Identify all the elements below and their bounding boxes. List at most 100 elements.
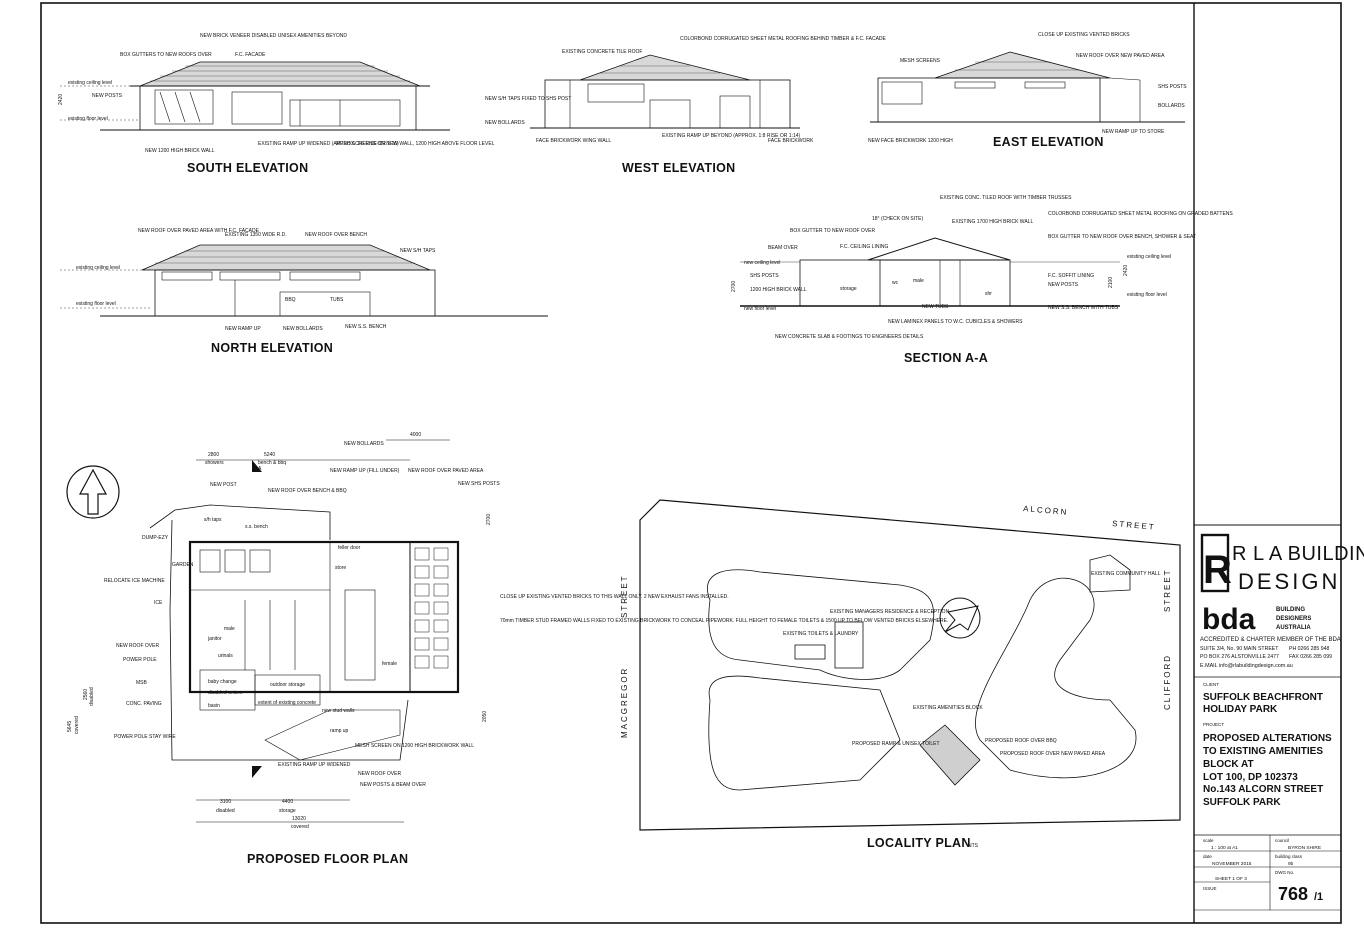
south-elevation: 2420 NEW BRICK VENEER DISABLED UNISEX AM… bbox=[58, 33, 495, 175]
drawing-note: existing ceiling level bbox=[76, 265, 120, 271]
drawing-note: 70mm TIMBER STUD FRAMED WALLS FIXED TO E… bbox=[500, 618, 948, 624]
drawing-note: storage bbox=[840, 286, 857, 292]
drawing-note: MESH SCREEN ON 1200 HIGH BRICKWORK WALL bbox=[355, 743, 474, 749]
drawing-note: existing ceiling level bbox=[1127, 254, 1171, 260]
drawing-note: EXISTING 1700 HIGH BRICK WALL bbox=[952, 219, 1033, 225]
drawing-text: TO EXISTING AMENITIES bbox=[1203, 746, 1323, 757]
drawing-text: 1 : 100 at A1 bbox=[1211, 845, 1238, 851]
drawing-note: DUMP-EZY bbox=[142, 535, 169, 541]
drawing-text: BLOCK AT bbox=[1203, 759, 1254, 770]
drawing-note: F.C. FACADE bbox=[235, 52, 266, 58]
drawing-note: covered bbox=[74, 716, 80, 734]
drawing-note: existing floor level bbox=[1127, 292, 1167, 298]
section-title: SECTION A-A bbox=[904, 351, 988, 365]
drawing-text: NOVEMBER 2015 bbox=[1212, 861, 1252, 867]
section-a-a: EXISTING CONC. TILED ROOF WITH TIMBER TR… bbox=[731, 195, 1233, 365]
south-elevation-title: SOUTH ELEVATION bbox=[187, 161, 308, 175]
drawing-text: HOLIDAY PARK bbox=[1203, 704, 1278, 715]
drawing-text: R L A BUILDING bbox=[1232, 543, 1364, 565]
drawing-note: NEW POSTS bbox=[92, 93, 123, 99]
title-block: R R L A BUILDING DESIGN bda BUILDING DES… bbox=[1194, 524, 1364, 911]
drawing-note: s.s. bench bbox=[245, 524, 268, 530]
drawing-text: No.143 ALCORN STREET bbox=[1203, 784, 1323, 795]
drawing-note: 18° (CHECK ON SITE) bbox=[872, 216, 924, 222]
drawing-text: /1 bbox=[1314, 891, 1323, 903]
drawing-text: 9b bbox=[1288, 861, 1294, 867]
drawing-note: F.C. SOFFIT LINING bbox=[1048, 273, 1094, 279]
drawing-note: NEW BOLLARDS bbox=[485, 120, 525, 126]
drawing-note: NEW FACE BRICKWORK 1200 HIGH bbox=[868, 138, 953, 144]
drawing-text: building class bbox=[1275, 854, 1303, 859]
locality-plan: ALCORN STREET MACGREGOR STREET CLIFFORD … bbox=[620, 499, 1181, 850]
drawing-note: SHS POSTS bbox=[750, 273, 779, 279]
drawing-note: 2050 bbox=[482, 711, 488, 722]
drawing-note: BOX GUTTER TO NEW ROOF OVER bbox=[790, 228, 875, 234]
drawing-note: MSB bbox=[136, 680, 148, 686]
drawing-note: BEAM OVER bbox=[768, 245, 798, 251]
drawing-text: SHEET 1 OF 3 bbox=[1215, 876, 1247, 882]
drawing-note: disabled bbox=[216, 808, 235, 814]
drawing-note: NTS bbox=[968, 843, 979, 849]
east-elevation-title: EAST ELEVATION bbox=[993, 135, 1104, 149]
drawing-note: NEW 1200 HIGH BRICK WALL bbox=[145, 148, 215, 154]
drawing-text: council bbox=[1275, 838, 1289, 843]
drawing-note: 2700 bbox=[486, 514, 492, 525]
locality-north-arrow-icon bbox=[939, 597, 981, 639]
drawing-note: NEW SHS POSTS bbox=[458, 481, 500, 487]
drawing-text: PO BOX 276 ALSTONVILLE 2477 bbox=[1200, 654, 1279, 660]
drawing-note: EXISTING AMENITIES BLOCK bbox=[913, 705, 983, 711]
drawing-note: wc bbox=[892, 280, 899, 286]
drawing-note: MACGREGOR bbox=[620, 667, 629, 738]
drawing-note: new floor level bbox=[744, 306, 776, 312]
drawing-note: baby change bbox=[208, 679, 237, 685]
drawing-text: DESIGNERS bbox=[1276, 616, 1311, 622]
drawing-note: NEW ROOF OVER BENCH & BBQ bbox=[268, 488, 347, 494]
drawing-note: female bbox=[382, 661, 397, 667]
drawing-note: BOX GUTTERS TO NEW ROOFS OVER bbox=[120, 52, 212, 58]
locality-plan-title: LOCALITY PLAN bbox=[867, 836, 971, 850]
drawing-note: EXISTING CONCRETE TILE ROOF bbox=[562, 49, 642, 55]
floor-plan-title: PROPOSED FLOOR PLAN bbox=[247, 852, 408, 866]
drawing-note: NEW ROOF OVER NEW PAVED AREA bbox=[1076, 53, 1165, 59]
drawing-text: date bbox=[1203, 854, 1212, 859]
drawing-note: PROPOSED ROOF OVER BBQ bbox=[985, 738, 1057, 744]
drawing-note: PROPOSED RAMP & UNISEX TOILET bbox=[852, 741, 940, 747]
drawing-note: CLOSE UP EXISTING VENTED BRICKS TO THIS … bbox=[500, 594, 729, 600]
drawing-note: PROPOSED ROOF OVER NEW PAVED AREA bbox=[1000, 751, 1106, 757]
drawing-note: ICE bbox=[154, 600, 163, 606]
drawing-note: shr bbox=[985, 291, 992, 297]
drawing-note: showers bbox=[205, 460, 224, 466]
drawing-note: existing floor level bbox=[68, 116, 108, 122]
drawing-text: ACCREDITED & CHARTER MEMBER OF THE BDA bbox=[1200, 637, 1341, 643]
drawing-note: new ceiling level bbox=[744, 260, 780, 266]
drawing-note: 5240 bbox=[264, 452, 275, 458]
drawing-note: 2560 bbox=[83, 689, 89, 700]
drawing-text: scale bbox=[1203, 838, 1214, 843]
drawing-note: 2700 bbox=[731, 281, 737, 292]
drawing-note: 2100 bbox=[1108, 277, 1114, 288]
drawing-note: male bbox=[224, 626, 235, 632]
drawing-note: janitor bbox=[207, 636, 222, 642]
drawing-note: EXISTING RAMP UP WIDENED bbox=[278, 762, 351, 768]
drawing-note: NEW RAMP UP bbox=[225, 326, 261, 332]
east-elevation: CLOSE UP EXISTING VENTED BRICKS MESH SCR… bbox=[868, 32, 1187, 149]
drawing-note: NEW ROOF OVER PAVED AREA WITH F.C. FACAD… bbox=[138, 228, 260, 234]
drawing-text: LOT 100, DP 102373 bbox=[1203, 772, 1298, 783]
drawing-note: 5645 bbox=[67, 721, 73, 732]
section-marker: A bbox=[252, 460, 262, 778]
drawing-note: urinals bbox=[218, 653, 233, 659]
west-elevation: EXISTING CONCRETE TILE ROOF COLORBOND CO… bbox=[485, 36, 887, 175]
drawing-text: PH 0266 285 948 bbox=[1289, 646, 1329, 652]
drawing-note: EXISTING RAMP UP WIDENED (APPROX. 1:6 RI… bbox=[258, 141, 399, 147]
drawing-note: 2420 bbox=[1123, 265, 1129, 276]
west-elevation-title: WEST ELEVATION bbox=[622, 161, 735, 175]
drawing-note: BBQ bbox=[285, 297, 296, 303]
drawing-note: NEW POST bbox=[210, 482, 237, 488]
drawing-note: CONC. PAVING bbox=[126, 701, 162, 707]
drawing-note: EXISTING MANAGERS RESIDENCE & RECEPTION bbox=[830, 609, 950, 615]
drawing-note: feller door bbox=[338, 545, 361, 551]
drawing-text: FAX 0266 285 099 bbox=[1289, 654, 1332, 660]
drawing-note: CLIFFORD bbox=[1163, 654, 1172, 710]
drawing-note: FACE BRICKWORK WING WALL bbox=[536, 138, 611, 144]
